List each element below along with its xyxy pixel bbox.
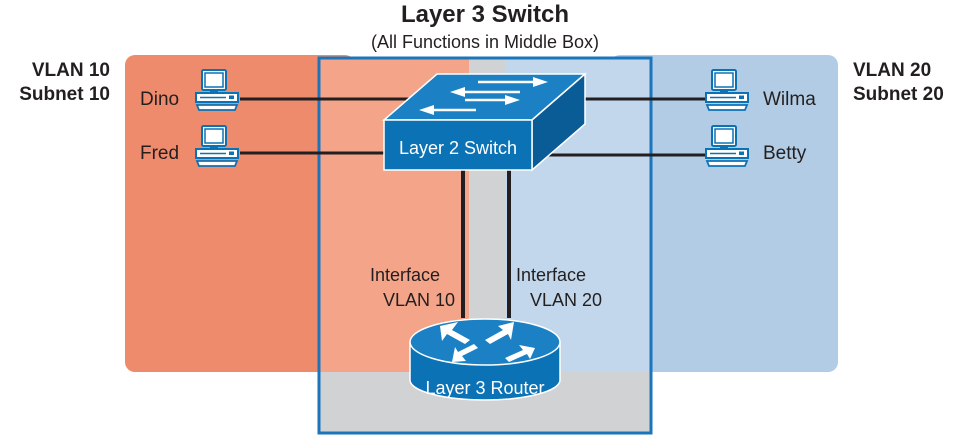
interface-vlan10-line2: VLAN 10 — [383, 290, 455, 310]
vlan10-label: VLAN 10 — [32, 60, 110, 81]
interface-vlan10-line1: Interface — [370, 265, 440, 285]
host-label-fred: Fred — [140, 143, 179, 164]
subnet10-label: Subnet 10 — [19, 84, 110, 105]
host-label-betty: Betty — [763, 143, 807, 164]
vlan20-zone — [610, 55, 838, 372]
host-label-dino: Dino — [140, 89, 179, 110]
interface-vlan20-line1: Interface — [516, 265, 586, 285]
interface-vlan20-line2: VLAN 20 — [530, 290, 602, 310]
layer2-switch-label: Layer 2 Switch — [399, 138, 517, 158]
layer3-switch-box — [317, 56, 653, 435]
layer3-router-label: Layer 3 Router — [425, 378, 544, 398]
layer2-switch-icon — [381, 72, 588, 172]
vlan20-label: VLAN 20 — [853, 60, 931, 81]
vlan10-zone — [125, 55, 355, 372]
diagram-subtitle: (All Functions in Middle Box) — [371, 32, 599, 52]
host-label-wilma: Wilma — [763, 89, 816, 110]
layer3-router-icon — [409, 318, 561, 401]
diagram-title: Layer 3 Switch — [401, 1, 569, 28]
subnet20-label: Subnet 20 — [853, 84, 944, 105]
